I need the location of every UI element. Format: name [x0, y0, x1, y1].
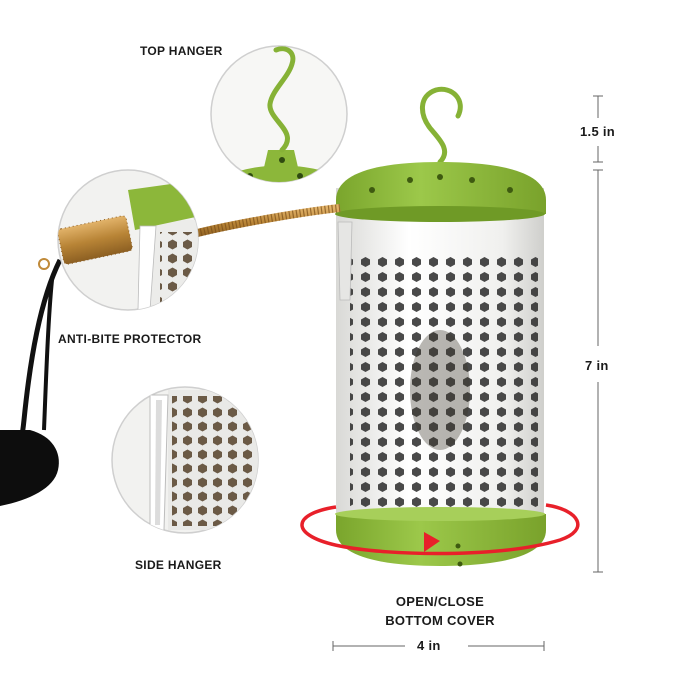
- top-hanger-label: TOP HANGER: [140, 44, 223, 58]
- anti-bite-protector-label: ANTI-BITE PROTECTOR: [58, 332, 202, 346]
- bottom-cover-line2: BOTTOM COVER: [385, 613, 495, 628]
- bottom-cover-line1: OPEN/CLOSE: [395, 594, 485, 609]
- detail-top-hanger: [210, 45, 348, 183]
- bottom-cover-label: OPEN/CLOSE BOTTOM COVER: [360, 592, 520, 630]
- dimension-guides: [332, 95, 603, 651]
- lamp-body: [335, 162, 546, 567]
- rotation-arrow: [300, 503, 580, 556]
- detail-side-hanger: [111, 386, 259, 534]
- top-hook: [420, 86, 463, 165]
- detail-anti-bite-protector: [57, 169, 199, 311]
- side-hanger-label: SIDE HANGER: [135, 558, 222, 572]
- plug: [0, 430, 59, 506]
- top-dimension-label: 1.5 in: [580, 124, 616, 139]
- height-dimension-label: 7 in: [585, 358, 609, 373]
- width-dimension-label: 4 in: [417, 638, 441, 653]
